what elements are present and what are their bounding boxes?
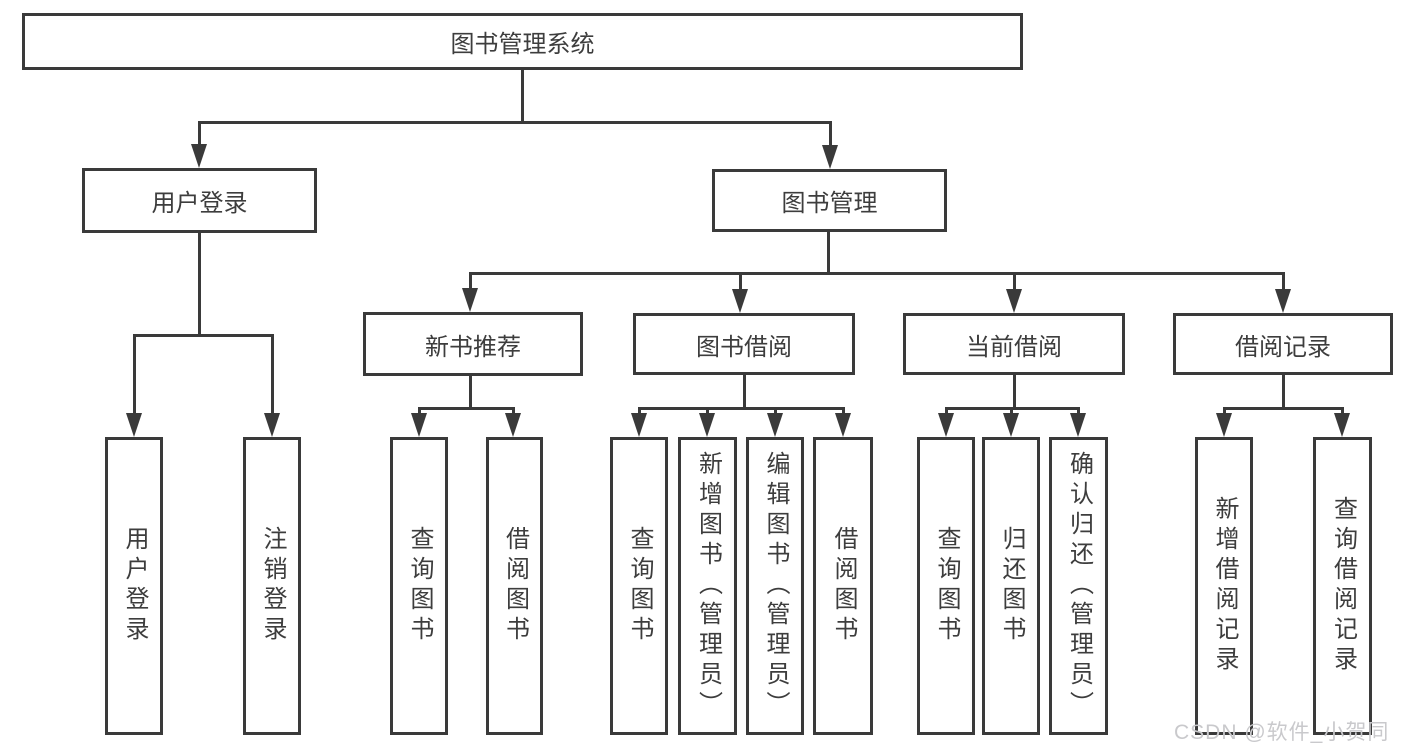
arrowhead-down-icon xyxy=(264,413,280,437)
arrowhead-down-icon xyxy=(1070,413,1086,437)
arrowhead-down-icon xyxy=(938,413,954,437)
arrow-stem xyxy=(773,408,777,416)
arrow-stem xyxy=(1012,273,1016,292)
connector-line xyxy=(468,376,472,408)
leaf-user-login: 用户登录 xyxy=(105,437,163,735)
arrowhead-down-icon xyxy=(835,413,851,437)
leaf-query-books-borrow: 查询图书 xyxy=(610,437,668,735)
leaf-query-borrow-record: 查询借阅记录 xyxy=(1313,437,1372,735)
connector-line xyxy=(637,406,845,410)
arrow-stem xyxy=(637,408,641,416)
connector-line xyxy=(417,406,515,410)
arrow-stem xyxy=(1281,273,1285,292)
arrowhead-down-icon xyxy=(1003,413,1019,437)
arrow-stem xyxy=(270,335,274,416)
watermark-text: CSDN @软件_小贺同学 xyxy=(1174,721,1390,744)
leaf-confirm-return-admin: 确认归还（管理员） xyxy=(1049,437,1108,735)
connector-line xyxy=(520,70,524,122)
connector-line xyxy=(826,232,830,273)
leaf-edit-books-admin: 编辑图书（管理员） xyxy=(746,437,804,735)
arrow-stem xyxy=(417,408,421,416)
arrow-stem xyxy=(841,408,845,416)
arrowhead-down-icon xyxy=(1216,413,1232,437)
arrowhead-down-icon xyxy=(411,413,427,437)
leaf-borrow-books: 借阅图书 xyxy=(813,437,873,735)
arrow-stem xyxy=(828,122,832,148)
arrowhead-down-icon xyxy=(822,145,838,169)
leaf-borrow-books-recommend: 借阅图书 xyxy=(486,437,543,735)
arrowhead-down-icon xyxy=(191,144,207,168)
arrow-stem xyxy=(944,408,948,416)
arrowhead-down-icon xyxy=(1334,413,1350,437)
arrow-stem xyxy=(511,408,515,416)
arrowhead-down-icon xyxy=(631,413,647,437)
connector-line xyxy=(1222,406,1344,410)
arrowhead-down-icon xyxy=(462,288,478,312)
arrow-stem xyxy=(132,335,136,416)
node-book-management: 图书管理 xyxy=(712,169,947,232)
leaf-logout: 注销登录 xyxy=(243,437,301,735)
arrowhead-down-icon xyxy=(767,413,783,437)
leaf-query-books-current: 查询图书 xyxy=(917,437,975,735)
connector-line xyxy=(1281,375,1285,407)
leaf-add-borrow-record: 新增借阅记录 xyxy=(1195,437,1253,735)
connector-line xyxy=(468,271,1285,275)
node-user-login: 用户登录 xyxy=(82,168,317,233)
arrowhead-down-icon xyxy=(505,413,521,437)
connector-line xyxy=(197,120,832,124)
arrow-stem xyxy=(197,122,201,147)
arrow-stem xyxy=(738,273,742,292)
arrow-stem xyxy=(705,408,709,416)
arrow-stem xyxy=(1009,408,1013,416)
leaf-return-books: 归还图书 xyxy=(982,437,1040,735)
arrowhead-down-icon xyxy=(699,413,715,437)
arrowhead-down-icon xyxy=(126,413,142,437)
node-new-book-recommend: 新书推荐 xyxy=(363,312,583,376)
arrowhead-down-icon xyxy=(732,289,748,313)
arrowhead-down-icon xyxy=(1006,289,1022,313)
node-root: 图书管理系统 xyxy=(22,13,1023,70)
node-current-borrow: 当前借阅 xyxy=(903,313,1125,375)
leaf-add-books-admin: 新增图书（管理员） xyxy=(678,437,737,735)
node-book-borrow: 图书借阅 xyxy=(633,313,855,375)
connector-line xyxy=(197,233,201,335)
arrow-stem xyxy=(468,273,472,291)
connector-line xyxy=(742,375,746,408)
arrow-stem xyxy=(1076,408,1080,416)
connector-line xyxy=(1012,375,1016,408)
node-borrow-records: 借阅记录 xyxy=(1173,313,1393,375)
arrow-stem xyxy=(1340,408,1344,416)
leaf-query-books-recommend: 查询图书 xyxy=(390,437,448,735)
connector-line xyxy=(132,333,274,337)
arrow-stem xyxy=(1222,408,1226,416)
arrowhead-down-icon xyxy=(1275,289,1291,313)
